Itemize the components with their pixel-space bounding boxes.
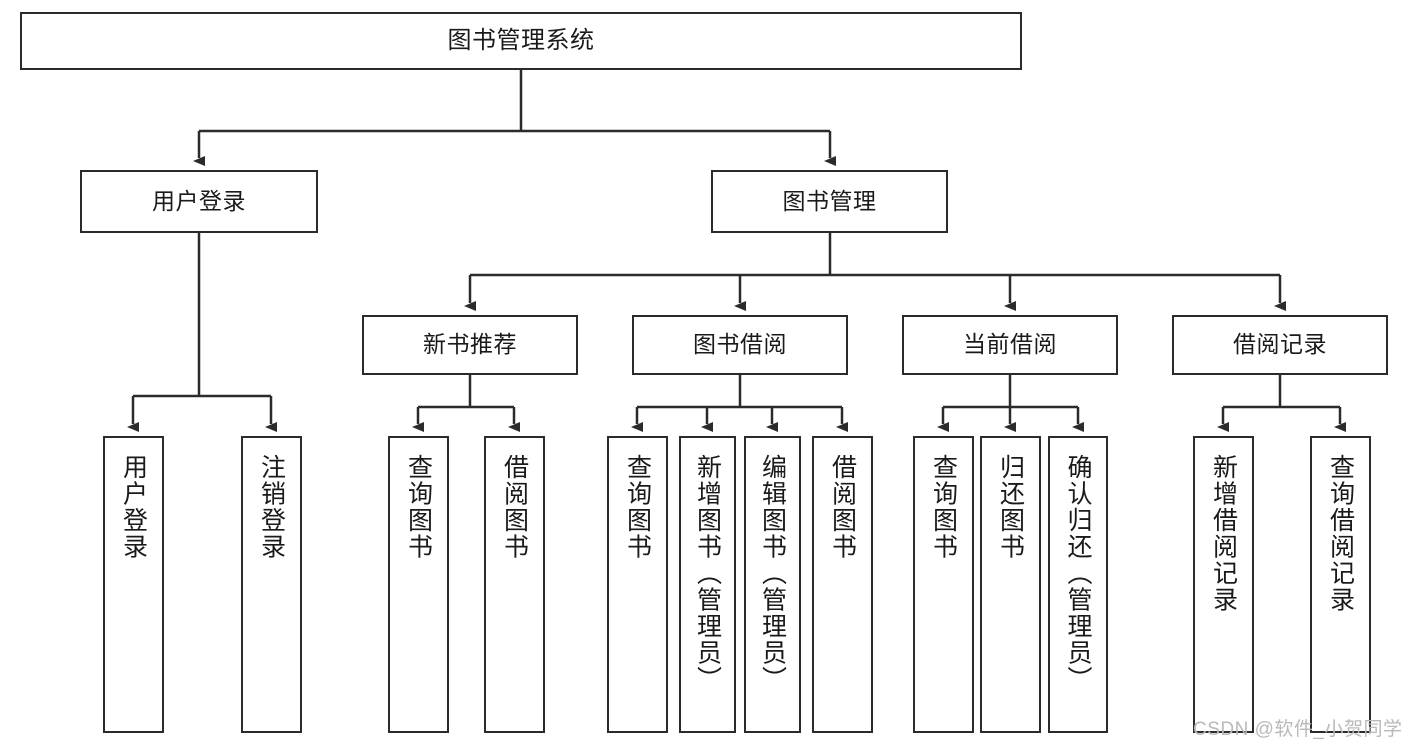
node-leaf-borrow-book[interactable]: 借阅图书 xyxy=(812,436,873,733)
node-leaf-query-borrow-record[interactable]: 查询借阅记录 xyxy=(1310,436,1371,733)
node-label: 查询图书 xyxy=(623,454,652,560)
node-leaf-add-book-admin[interactable]: 新增图书（管理员） xyxy=(679,436,736,733)
node-label: 编辑图书（管理员） xyxy=(758,454,787,693)
node-borrow-record[interactable]: 借阅记录 xyxy=(1172,315,1388,375)
node-leaf-logout[interactable]: 注销登录 xyxy=(241,436,302,733)
node-root-book-management-system[interactable]: 图书管理系统 xyxy=(20,12,1022,70)
node-label: 归还图书 xyxy=(996,454,1025,560)
node-label: 新增借阅记录 xyxy=(1209,454,1238,613)
node-label: 用户登录 xyxy=(119,454,148,560)
node-label: 借阅图书 xyxy=(828,454,857,560)
node-label: 查询图书 xyxy=(929,454,958,560)
node-leaf-return-book[interactable]: 归还图书 xyxy=(980,436,1041,733)
node-label: 图书管理 xyxy=(782,187,877,214)
node-label: 借阅图书 xyxy=(500,454,529,560)
node-leaf-borrow-book-recommend[interactable]: 借阅图书 xyxy=(484,436,545,733)
watermark-text: CSDN @软件_小贺同学 xyxy=(1193,719,1403,740)
node-label: 图书借阅 xyxy=(693,331,787,358)
node-label: 当前借阅 xyxy=(963,331,1057,358)
node-leaf-user-login[interactable]: 用户登录 xyxy=(103,436,164,733)
node-label: 新增图书（管理员） xyxy=(693,454,722,693)
node-label: 图书管理系统 xyxy=(447,26,595,54)
node-new-book-recommend[interactable]: 新书推荐 xyxy=(362,315,578,375)
node-label: 新书推荐 xyxy=(423,331,517,358)
node-leaf-query-book-borrow[interactable]: 查询图书 xyxy=(607,436,668,733)
node-label: 注销登录 xyxy=(257,454,286,560)
node-label: 确认归还（管理员） xyxy=(1064,454,1092,693)
node-leaf-edit-book-admin[interactable]: 编辑图书（管理员） xyxy=(744,436,801,733)
node-label: 查询图书 xyxy=(404,454,433,560)
node-leaf-confirm-return-admin[interactable]: 确认归还（管理员） xyxy=(1048,436,1108,733)
node-label: 查询借阅记录 xyxy=(1326,454,1355,613)
node-user-login[interactable]: 用户登录 xyxy=(80,170,318,233)
node-book-management[interactable]: 图书管理 xyxy=(711,170,948,233)
node-leaf-query-book-recommend[interactable]: 查询图书 xyxy=(388,436,449,733)
node-label: 借阅记录 xyxy=(1233,331,1327,358)
node-label: 用户登录 xyxy=(152,187,246,214)
node-current-borrow[interactable]: 当前借阅 xyxy=(902,315,1118,375)
node-leaf-add-borrow-record[interactable]: 新增借阅记录 xyxy=(1193,436,1254,733)
node-leaf-query-book-current[interactable]: 查询图书 xyxy=(913,436,974,733)
node-book-borrow[interactable]: 图书借阅 xyxy=(632,315,848,375)
